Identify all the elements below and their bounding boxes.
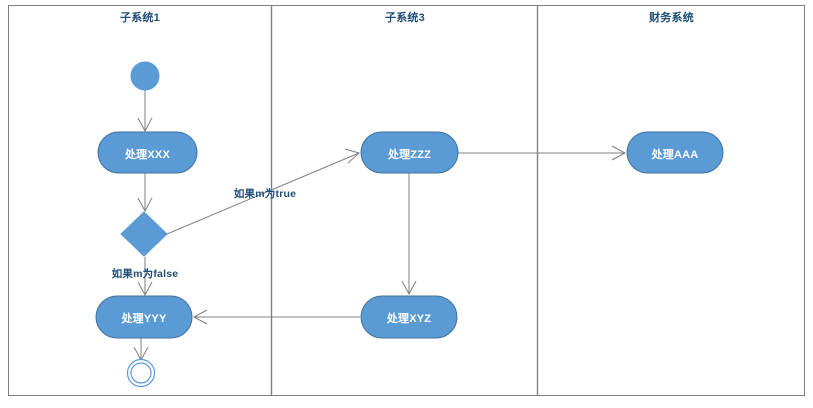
node-initial-start[interactable]	[130, 61, 160, 91]
edge-label-condition-true: 如果m为true	[233, 188, 297, 200]
edge-process-xyz-to-process-yyy	[192, 309, 360, 325]
nodes	[95, 61, 724, 388]
node-activity-process-aaa[interactable]	[626, 131, 724, 174]
edge-decision-to-process-zzz	[166, 148, 361, 235]
edge-start-to-process-xxx	[137, 90, 153, 133]
edge-process-zzz-to-process-aaa	[458, 145, 627, 161]
node-activity-process-zzz[interactable]	[360, 131, 459, 174]
lane-title-subsystem-3: 子系统3	[385, 12, 425, 24]
node-activity-process-yyy[interactable]	[95, 295, 193, 339]
edge-process-zzz-to-process-xyz	[401, 173, 417, 296]
node-final-end[interactable]	[126, 358, 156, 388]
node-activity-process-xxx[interactable]	[97, 131, 198, 174]
edge-decision-to-process-yyy	[137, 257, 153, 297]
edge-process-xxx-to-decision	[137, 173, 153, 213]
node-activity-process-xyz[interactable]	[360, 295, 458, 339]
edge-label-condition-false: 如果m为false	[111, 268, 179, 280]
lane-title-subsystem-1: 子系统1	[120, 12, 160, 24]
lane-title-finance-system: 财务系统	[649, 12, 694, 24]
node-decision-diamond[interactable]	[120, 211, 168, 257]
